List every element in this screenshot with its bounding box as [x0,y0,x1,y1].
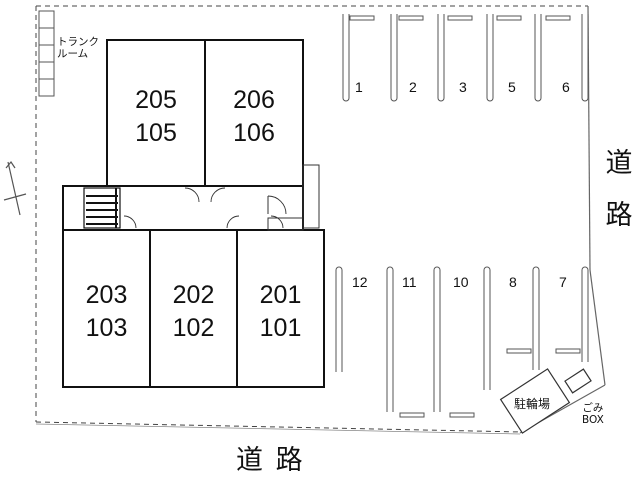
road-label-right-char2: 路 [605,200,633,231]
parking-dividers-bottom [335,266,589,412]
unit-upper-number: 201 [259,281,302,309]
parking-space-8: 8 [509,274,517,290]
unit-lower-number: 102 [172,314,215,342]
north-arrow-icon [3,160,27,216]
unit-upper-number: 203 [85,281,128,309]
unit-upper-number: 202 [172,281,215,309]
garbage-box-label-line1: ごみ [582,402,604,414]
building-annex [267,164,320,231]
bicycle-parking-label: 駐輪場 [514,397,551,411]
garbage-box [564,368,592,394]
unit-203-103: 203 103 [63,279,150,345]
unit-206-106: 206 106 [205,84,303,150]
trunk-room-lockers [38,10,55,97]
trunk-room-label-line2: ルーム [57,48,89,60]
unit-201-101: 201 101 [237,279,324,345]
trunk-room-label: トランク ルーム [57,36,99,60]
parking-space-5: 5 [508,79,516,95]
parking-space-11: 11 [402,274,417,290]
bicycle-parking-area [499,368,571,434]
road-label-bottom: 道 路 [236,445,305,476]
parking-space-6: 6 [562,79,570,95]
unit-lower-number: 106 [233,119,275,147]
unit-upper-number: 206 [233,86,275,114]
site-boundary [35,5,588,433]
unit-lower-number: 101 [259,314,302,342]
parking-space-1: 1 [355,79,363,95]
parking-space-12: 12 [352,274,368,290]
door-swings [123,187,284,229]
road-edge-line [35,423,521,435]
garbage-box-label: ごみ BOX [582,402,604,426]
unit-lower-number: 105 [135,119,177,147]
parking-space-2: 2 [409,79,417,95]
trunk-room-label-line1: トランク [57,36,99,48]
unit-202-102: 202 102 [150,279,237,345]
stairs [83,187,121,229]
road-label-right: 道 路 [602,138,636,242]
parking-stoppers-top [349,15,571,21]
unit-lower-number: 103 [85,314,128,342]
parking-stoppers-bottom [399,348,581,418]
unit-205-105: 205 105 [107,84,205,150]
garbage-box-label-line2: BOX [582,414,604,426]
road-label-right-char1: 道 [605,148,633,179]
parking-dividers-top [342,14,589,102]
unit-upper-number: 205 [135,86,177,114]
parking-space-3: 3 [459,79,467,95]
parking-space-7: 7 [559,274,567,290]
parking-space-10: 10 [453,274,469,290]
